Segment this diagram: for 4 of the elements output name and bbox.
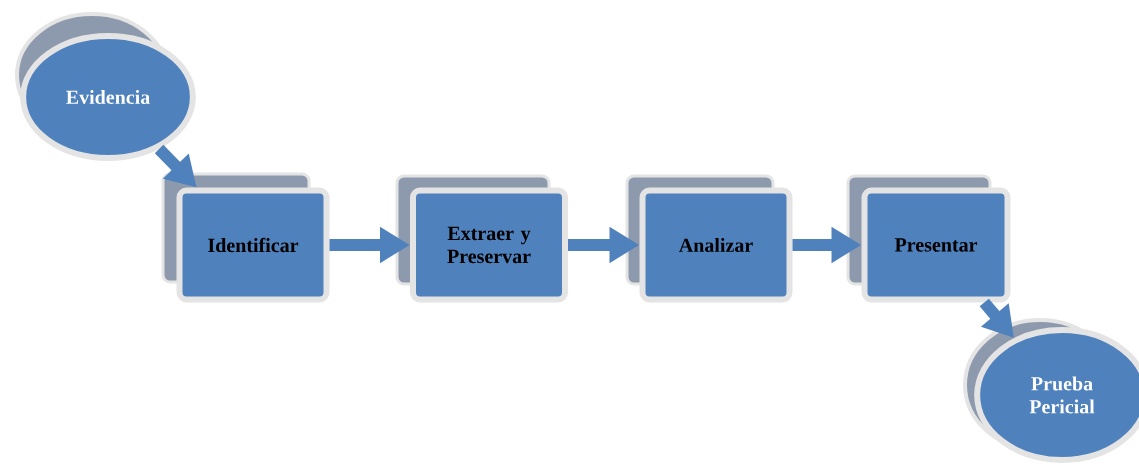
process-box: Analizar [639,187,793,303]
process-box: Identificar [176,187,330,303]
process-box: Presentar [861,187,1011,303]
process-box: Extraer y Preservar [410,187,568,303]
